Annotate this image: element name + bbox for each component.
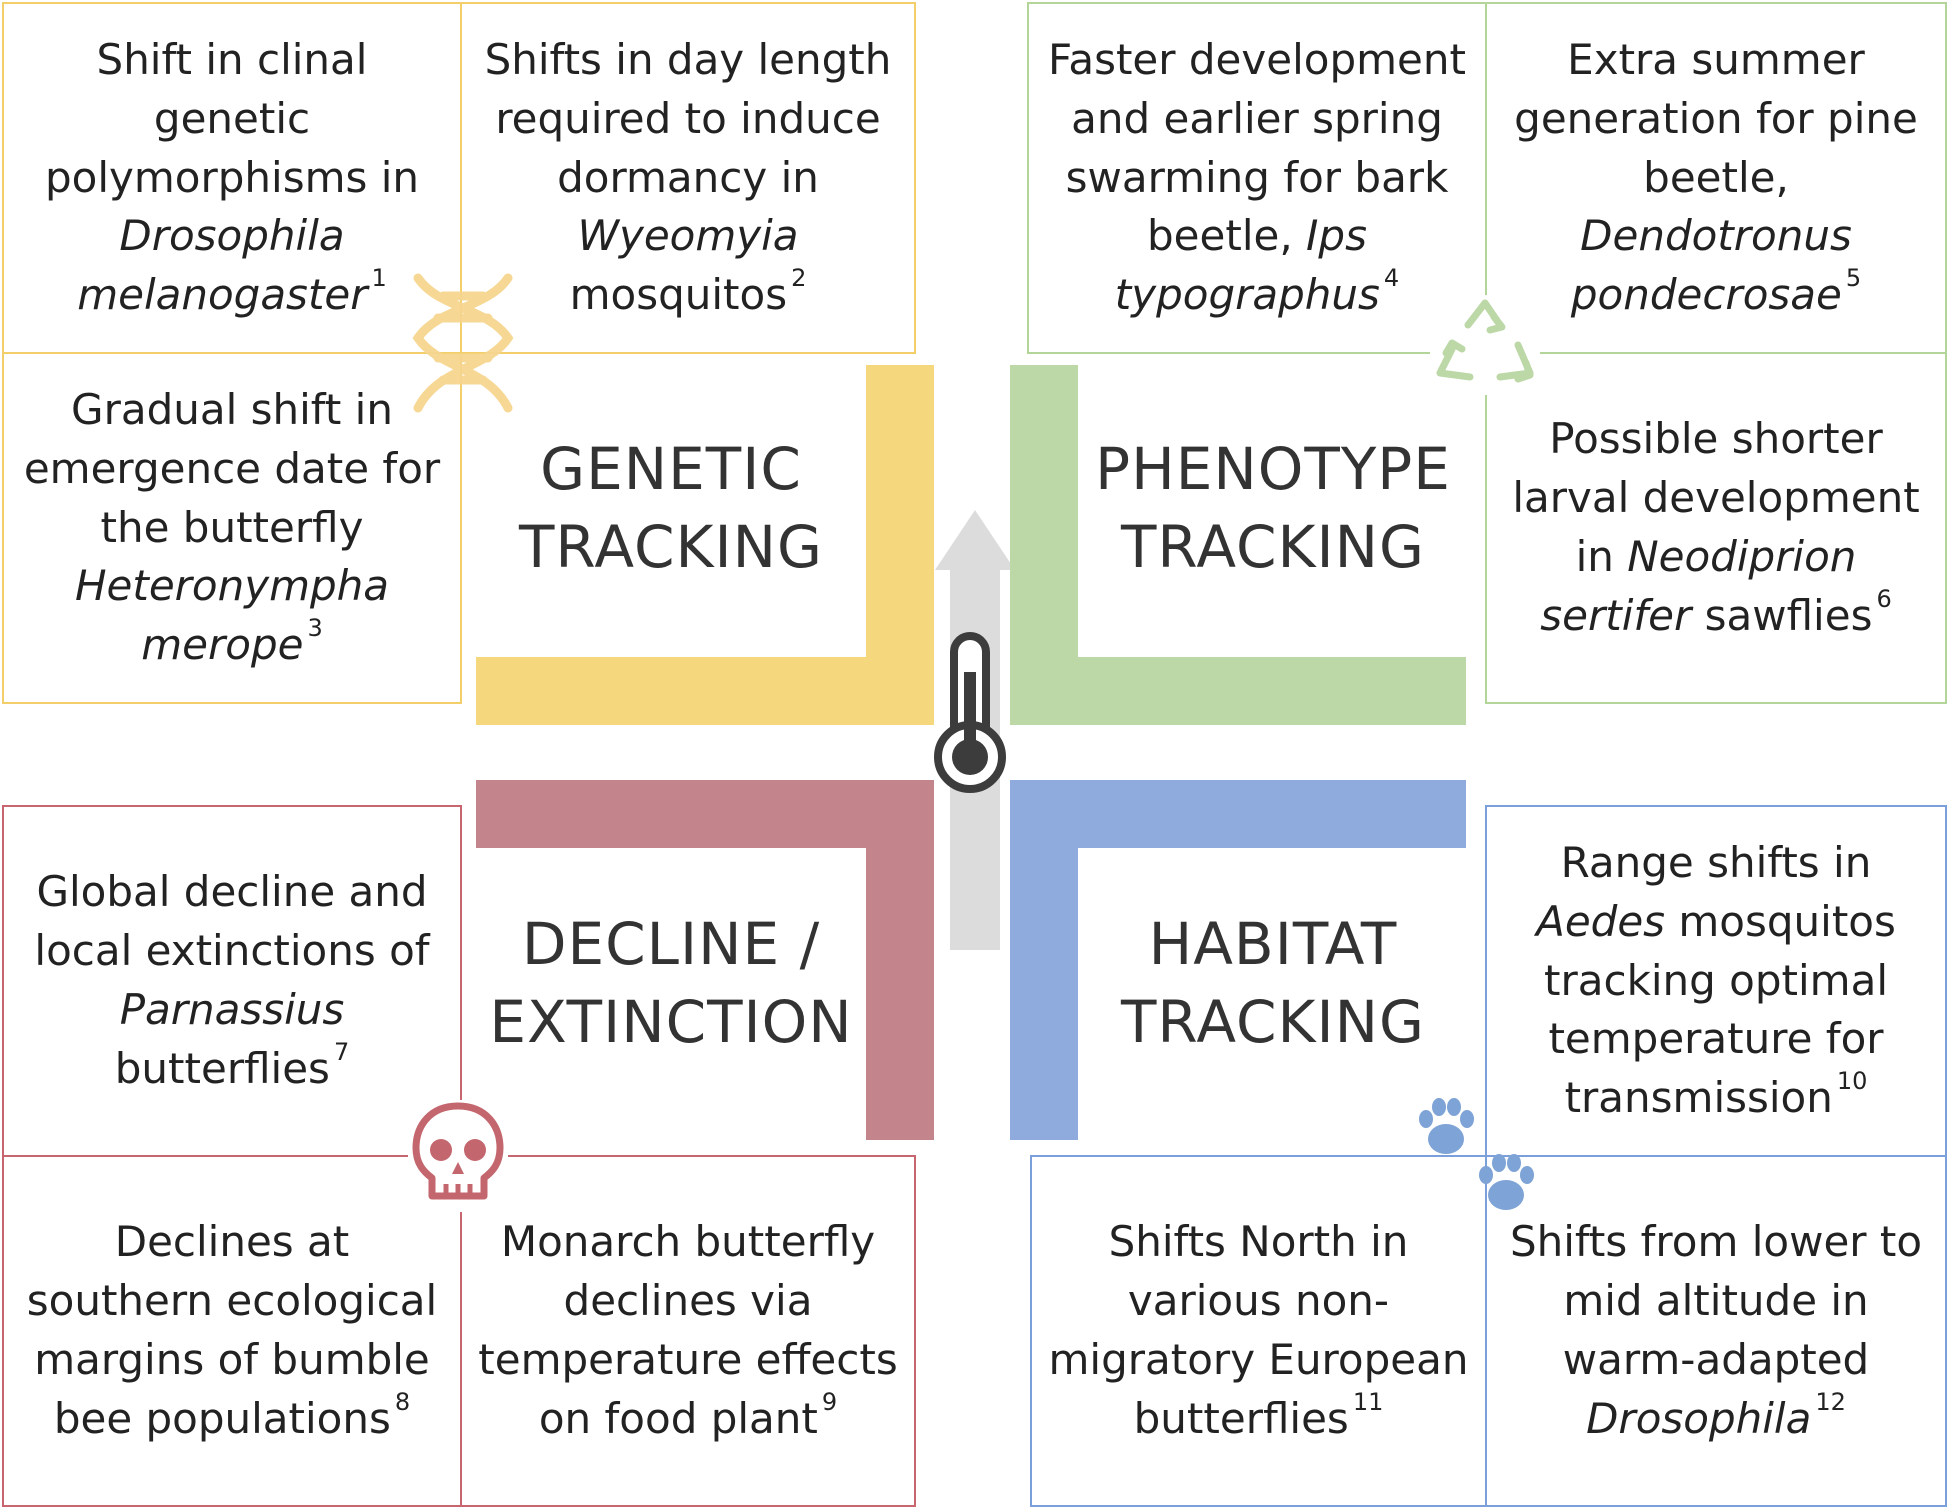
habitat-item-3: Shifts from lower to mid altitude in war… bbox=[1485, 1155, 1947, 1507]
item-text-part: Gradual shift in emergence date for the … bbox=[23, 385, 441, 552]
reference-number: 9 bbox=[821, 1387, 838, 1416]
genetic-item-2: Shifts in day length required to induce … bbox=[460, 2, 916, 354]
item-text: Shifts in day length required to induce … bbox=[478, 31, 898, 325]
species-name: Wyeomyia bbox=[577, 211, 799, 261]
thermometer-icon bbox=[934, 632, 1006, 793]
item-text: Faster development and earlier spring sw… bbox=[1045, 31, 1469, 325]
reference-number: 10 bbox=[1836, 1067, 1868, 1096]
item-text: Global decline and local extinctions of … bbox=[20, 863, 444, 1098]
item-text-part: Range shifts in bbox=[1560, 838, 1872, 887]
reference-number: 2 bbox=[791, 264, 807, 293]
habitat-item-1: Range shifts in Aedes mosquitos tracking… bbox=[1485, 805, 1947, 1157]
phenotype-bar bbox=[1010, 657, 1466, 725]
item-text-part: mosquitos bbox=[569, 270, 788, 320]
phenotype-item-2: Extra summer generation for pine beetle,… bbox=[1485, 2, 1947, 354]
genetic-item-3: Gradual shift in emergence date for the … bbox=[2, 352, 462, 704]
item-text-part: sawflies bbox=[1691, 590, 1873, 640]
habitat-bar bbox=[1010, 780, 1078, 1140]
item-text-part: Shift in clinal genetic polymorphisms in bbox=[44, 35, 420, 202]
decline-item-3: Monarch butterfly declines via temperatu… bbox=[460, 1155, 916, 1507]
genetic-title-line1: GENETIC bbox=[540, 435, 802, 503]
reference-number: 1 bbox=[371, 264, 387, 293]
phenotype-item-3: Possible shorter larval development in N… bbox=[1485, 352, 1947, 704]
species-name: Neodiprion sertifer bbox=[1540, 532, 1857, 640]
phenotype-title-line1: PHENOTYPE bbox=[1095, 435, 1451, 503]
item-text: Shifts North in various non-migratory Eu… bbox=[1048, 1213, 1469, 1448]
reference-number: 3 bbox=[307, 614, 323, 643]
phenotype-title: PHENOTYPE TRACKING bbox=[1078, 430, 1468, 587]
habitat-title-line1: HABITAT bbox=[1148, 910, 1398, 978]
paw-icon bbox=[1419, 1098, 1534, 1210]
species-name: Ips typographus bbox=[1114, 211, 1380, 320]
item-text: Declines at southern ecological margins … bbox=[20, 1213, 444, 1448]
item-text: Possible shorter larval development in N… bbox=[1503, 410, 1929, 645]
reference-number: 5 bbox=[1845, 264, 1862, 293]
species-name: Drosophila bbox=[1586, 1393, 1812, 1443]
decline-title-line2: EXTINCTION bbox=[489, 988, 853, 1057]
genetic-title-line2: TRACKING bbox=[518, 513, 823, 582]
item-text-part: Declines at southern ecological margins … bbox=[26, 1217, 438, 1443]
decline-item-1: Global decline and local extinctions of … bbox=[2, 805, 462, 1157]
item-text: Extra summer generation for pine beetle,… bbox=[1503, 31, 1929, 325]
habitat-bar bbox=[1010, 780, 1466, 848]
phenotype-item-1: Faster development and earlier spring sw… bbox=[1027, 2, 1487, 354]
reference-number: 6 bbox=[1876, 584, 1892, 613]
skull-icon bbox=[408, 1100, 508, 1212]
decline-item-2: Declines at southern ecological margins … bbox=[2, 1155, 462, 1507]
reference-number: 4 bbox=[1383, 264, 1400, 293]
reference-number: 12 bbox=[1815, 1387, 1846, 1416]
item-text-part: Shifts North in various non-migratory Eu… bbox=[1048, 1217, 1469, 1443]
reference-number: 11 bbox=[1352, 1387, 1384, 1416]
decline-title: DECLINE / EXTINCTION bbox=[476, 905, 866, 1062]
species-name: Heteronympha merope bbox=[74, 561, 390, 670]
dna-icon bbox=[412, 273, 514, 413]
decline-bar bbox=[866, 780, 934, 1140]
reference-number: 8 bbox=[394, 1387, 411, 1416]
decline-title-line1: DECLINE / bbox=[521, 910, 821, 978]
item-text: Shift in clinal genetic polymorphisms in… bbox=[20, 31, 444, 325]
item-text: Shifts from lower to mid altitude in war… bbox=[1503, 1213, 1929, 1448]
item-text: Gradual shift in emergence date for the … bbox=[20, 381, 444, 675]
habitat-item-2: Shifts North in various non-migratory Eu… bbox=[1030, 1155, 1487, 1507]
genetic-item-1: Shift in clinal genetic polymorphisms in… bbox=[2, 2, 462, 354]
item-text-part: mosquitos tracking optimal temperature f… bbox=[1544, 896, 1896, 1123]
item-text-part: Global decline and local extinctions of bbox=[34, 867, 430, 976]
item-text-part: Shifts from lower to mid altitude in war… bbox=[1509, 1217, 1923, 1384]
item-text-part: Monarch butterfly declines via temperatu… bbox=[478, 1217, 898, 1443]
species-name: Aedes bbox=[1536, 896, 1666, 946]
species-name: Drosophila melanogaster bbox=[77, 211, 368, 320]
genetic-bar bbox=[476, 657, 934, 725]
phenotype-title-line2: TRACKING bbox=[1120, 513, 1425, 582]
habitat-title-line2: TRACKING bbox=[1120, 988, 1425, 1057]
item-text-part: Extra summer generation for pine beetle, bbox=[1514, 35, 1918, 202]
recycle-icon bbox=[1430, 295, 1540, 395]
item-text-part: Faster development and earlier spring sw… bbox=[1048, 35, 1466, 261]
genetic-title: GENETIC TRACKING bbox=[476, 430, 866, 587]
habitat-title: HABITAT TRACKING bbox=[1078, 905, 1468, 1062]
item-text: Range shifts in Aedes mosquitos tracking… bbox=[1503, 834, 1929, 1128]
species-name: Dendotronus pondecrosae bbox=[1570, 211, 1852, 320]
item-text-part: Shifts in day length required to induce … bbox=[484, 35, 892, 202]
item-text: Monarch butterfly declines via temperatu… bbox=[478, 1213, 898, 1448]
item-text-part: Possible shorter larval development in bbox=[1512, 414, 1920, 581]
item-text-part: butterflies bbox=[114, 1043, 330, 1093]
reference-number: 7 bbox=[333, 1037, 350, 1066]
decline-bar bbox=[476, 780, 934, 848]
species-name: Parnassius bbox=[119, 985, 345, 1034]
